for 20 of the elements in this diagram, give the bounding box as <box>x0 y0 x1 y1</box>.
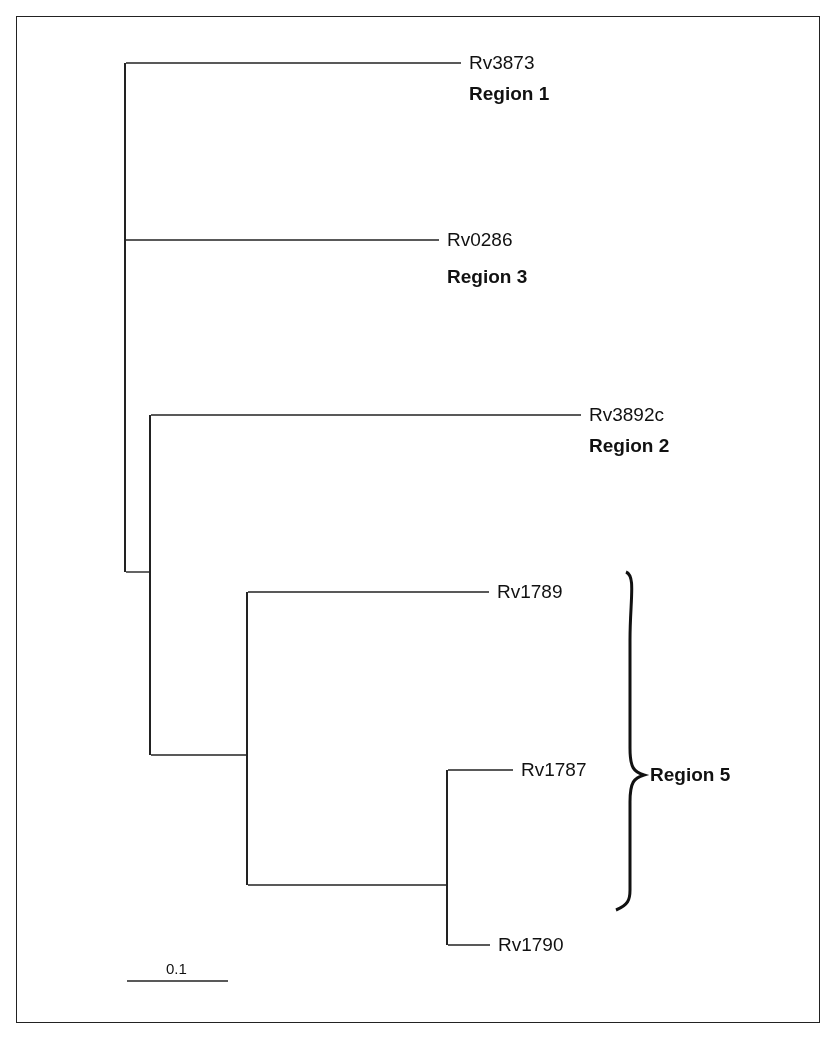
region-label: Region 3 <box>447 266 528 288</box>
region-label: Region 5 <box>650 765 731 784</box>
region-label: Region 2 <box>589 435 670 457</box>
tree-branch <box>447 769 514 771</box>
tree-branch <box>247 884 447 886</box>
region-label: Region 1 <box>469 83 550 105</box>
gene-label: Rv1789 <box>497 581 563 603</box>
tree-branch <box>125 62 462 64</box>
gene-label: Rv0286 <box>447 229 513 251</box>
tree-branch <box>150 754 247 756</box>
tree-branch <box>150 414 582 416</box>
tree-branch <box>247 591 490 593</box>
gene-label: Rv1790 <box>498 934 564 956</box>
scale-value: 0.1 <box>166 961 187 976</box>
tree-branch <box>447 944 491 946</box>
gene-label: Rv1787 <box>521 759 587 781</box>
tree-branch <box>125 239 440 241</box>
gene-label: Rv3892c <box>589 404 664 426</box>
tree-branch <box>125 571 150 573</box>
gene-label: Rv3873 <box>469 52 535 74</box>
